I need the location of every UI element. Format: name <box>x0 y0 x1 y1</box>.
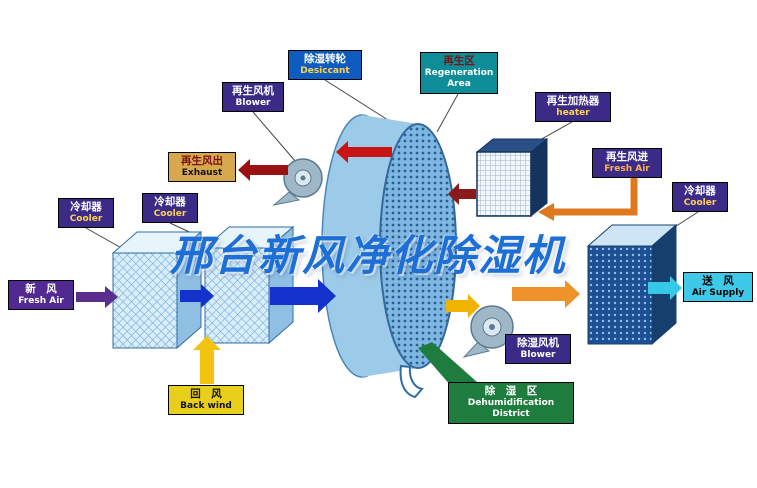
cooler-right-en: Cooler <box>683 198 717 209</box>
label-regen-heater: 再生加热器 heater <box>535 92 611 123</box>
cooler-mid-zh: 冷却器 <box>154 196 186 208</box>
regen-heater-zh: 再生加热器 <box>546 95 600 107</box>
label-cooler-right: 冷却器 Cooler <box>672 182 728 213</box>
label-cooler-mid: 冷却器 Cooler <box>142 193 198 224</box>
fresh-air-inlet-arrow <box>76 286 118 308</box>
label-air-supply: 送 风 Air Supply <box>683 272 753 303</box>
dehumid-blower-zh: 除湿风机 <box>517 337 559 349</box>
regen-blower-zh: 再生风机 <box>232 85 274 97</box>
dehumid-district-pointer <box>418 342 486 394</box>
regen-fan <box>272 158 323 206</box>
label-regen-blower: 再生风机 Blower <box>222 82 284 113</box>
desiccant-rotor <box>321 114 457 378</box>
regen-rotor-to-fan-arrow <box>336 141 392 163</box>
regen-air-in-zh: 再生风进 <box>606 151 648 163</box>
regen-area-zh: 再生区 <box>443 55 475 67</box>
heater-to-rotor-arrow <box>448 183 476 205</box>
label-regen-air-in: 再生风进 Fresh Air <box>592 148 662 179</box>
fan-to-cooler-arrow <box>512 280 580 308</box>
regen-exhaust-zh: 再生风出 <box>181 155 223 167</box>
label-desiccant-wheel: 除湿转轮 Desiccant <box>288 50 362 81</box>
dehumid-district-zh: 除 湿 区 <box>484 385 538 397</box>
regen-exhaust-en: Exhaust <box>181 168 223 179</box>
label-fresh-air-inlet: 新 风 Fresh Air <box>8 280 74 311</box>
cooler-right-zh: 冷却器 <box>684 185 716 197</box>
regen-area-en: Regeneration Area <box>424 68 494 90</box>
regen-blower-en: Blower <box>235 98 271 109</box>
regen-heater-en: heater <box>556 108 590 119</box>
cooler-mid-en: Cooler <box>153 209 187 220</box>
cooler-block-right <box>586 223 678 346</box>
dehumid-blower-en: Blower <box>520 350 556 361</box>
cooler-block-mid <box>203 225 295 345</box>
rotor-drain-funnel <box>399 364 424 399</box>
label-cooler-left: 冷却器 Cooler <box>58 198 114 229</box>
label-regen-area: 再生区 Regeneration Area <box>420 52 498 94</box>
label-dehumid-blower: 除湿风机 Blower <box>505 334 571 365</box>
regen-inlet-arrowhead <box>538 203 554 221</box>
regen-inlet-duct <box>554 178 638 216</box>
desiccant-en: Desiccant <box>300 66 350 77</box>
regen-heater-block <box>475 137 549 218</box>
air-supply-en: Air Supply <box>691 288 745 299</box>
label-regen-exhaust: 再生风出 Exhaust <box>168 152 236 183</box>
back-wind-zh: 回 风 <box>190 388 222 400</box>
return-air-arrow <box>193 336 221 384</box>
air-supply-arrow <box>648 276 682 300</box>
regen-air-in-en: Fresh Air <box>604 164 650 175</box>
fresh-air-en: Fresh Air <box>18 296 64 307</box>
rotor-outlet-arrow <box>446 294 480 318</box>
process-arrow-to-rotor <box>270 279 336 313</box>
cooler-left-en: Cooler <box>69 214 103 225</box>
dehumid-district-en: Dehumidification District <box>467 398 555 420</box>
label-back-wind: 回 风 Back wind <box>168 385 244 416</box>
label-dehumid-district: 除 湿 区 Dehumidification District <box>448 382 574 424</box>
cooler-left-zh: 冷却器 <box>70 201 102 213</box>
fresh-air-zh: 新 风 <box>25 283 57 295</box>
process-arrow-1 <box>180 284 214 308</box>
air-supply-zh: 送 风 <box>702 275 734 287</box>
desiccant-zh: 除湿转轮 <box>304 53 346 65</box>
regen-exhaust-arrow <box>238 159 288 181</box>
back-wind-en: Back wind <box>180 401 232 412</box>
dehumid-fan <box>462 305 514 358</box>
